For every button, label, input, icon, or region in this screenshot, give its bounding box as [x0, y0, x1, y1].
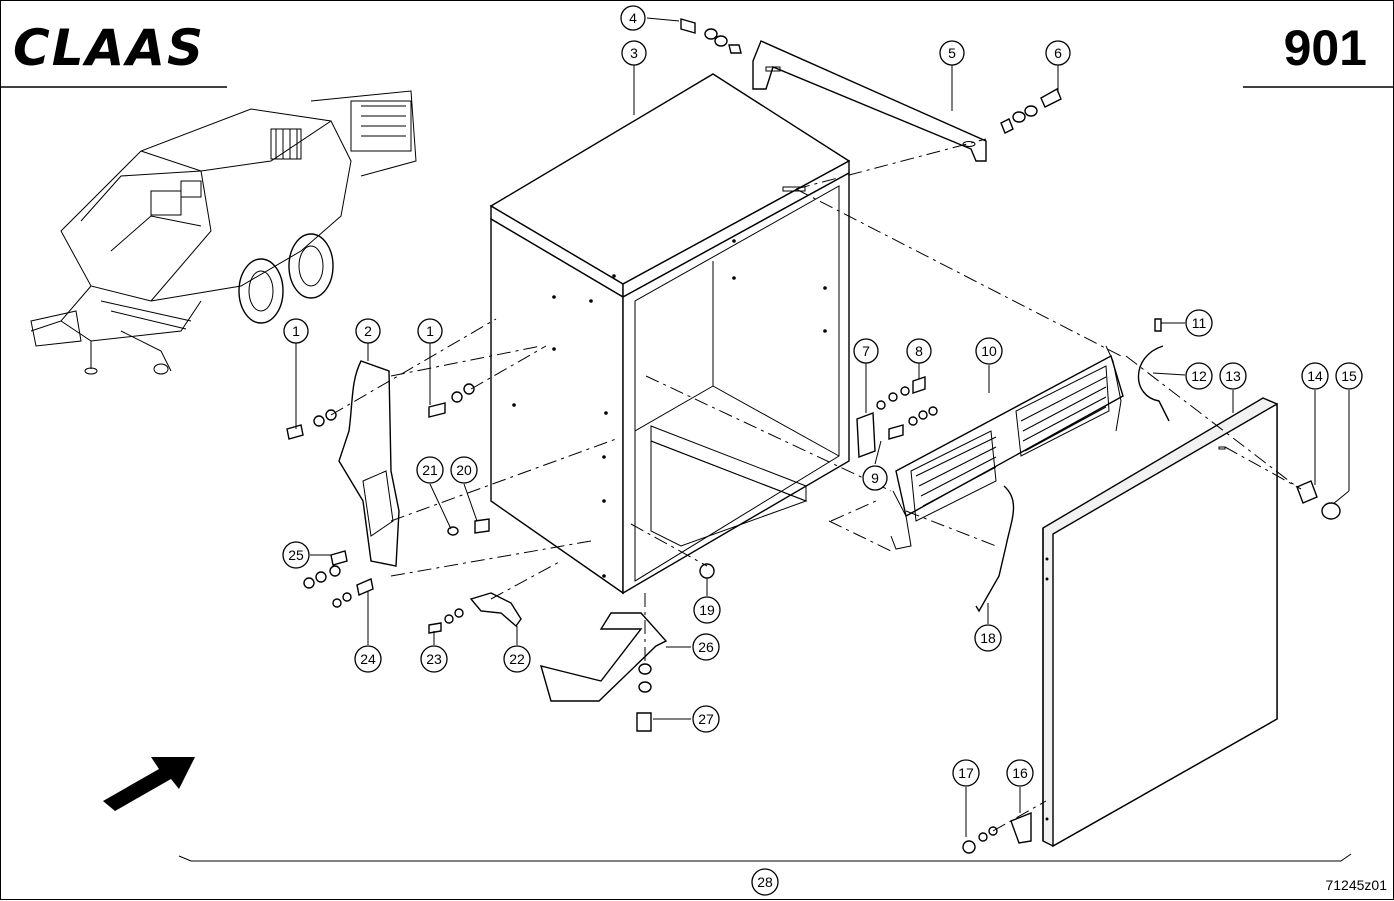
side-mounting-plate	[338, 360, 400, 567]
callout-4: 4	[620, 5, 646, 31]
svg-text:16: 16	[1012, 765, 1028, 781]
latch-hook	[975, 485, 1015, 613]
callout-7: 7	[853, 338, 879, 364]
svg-text:6: 6	[1054, 45, 1062, 61]
callout-20: 20	[450, 456, 478, 484]
callout-5: 5	[939, 40, 965, 66]
svg-text:8: 8	[915, 343, 923, 359]
toggle-latch	[469, 592, 522, 628]
mounting-bracket-top	[752, 40, 987, 162]
callout-24: 24	[354, 645, 382, 673]
callout-6: 6	[1045, 40, 1071, 66]
svg-text:10: 10	[981, 343, 997, 359]
svg-text:22: 22	[509, 651, 525, 667]
callout-14: 14	[1301, 362, 1329, 390]
svg-text:21: 21	[422, 462, 438, 478]
svg-text:9: 9	[871, 470, 879, 486]
svg-text:5: 5	[948, 45, 956, 61]
brand-logo: CLAAS	[13, 19, 205, 77]
svg-text:1: 1	[292, 323, 300, 339]
drawing-reference: 71245z01	[1325, 877, 1387, 893]
callout-28: 28	[751, 868, 779, 896]
svg-text:1: 1	[426, 323, 434, 339]
callout-12: 12	[1185, 362, 1213, 390]
callout-17: 17	[952, 759, 980, 787]
arrow-icon	[103, 757, 195, 811]
svg-text:23: 23	[426, 651, 442, 667]
callout-21: 21	[416, 456, 444, 484]
callout-1-left: 1	[283, 318, 309, 344]
svg-text:26: 26	[698, 639, 714, 655]
callout-1-right: 1	[417, 318, 443, 344]
svg-text:18: 18	[980, 630, 996, 646]
callout-22: 22	[503, 645, 531, 673]
svg-text:28: 28	[757, 874, 773, 890]
callout-3: 3	[621, 40, 647, 66]
svg-text:15: 15	[1341, 368, 1357, 384]
callout-16: 16	[1006, 759, 1034, 787]
callout-13: 13	[1219, 362, 1247, 390]
storage-box-body	[489, 73, 851, 595]
callout-9: 9	[862, 465, 888, 491]
callout-2: 2	[355, 318, 381, 344]
callout-26: 26	[692, 633, 720, 661]
side-door-panel	[1042, 397, 1278, 848]
svg-text:11: 11	[1192, 315, 1207, 331]
half-clamp	[1137, 345, 1170, 422]
svg-text:7: 7	[862, 343, 870, 359]
baler-overview-illustration	[30, 90, 417, 375]
callout-10: 10	[975, 337, 1003, 365]
callout-11: 11	[1185, 309, 1213, 337]
callout-15: 15	[1335, 362, 1363, 390]
svg-text:2: 2	[364, 323, 372, 339]
page-number: 901	[1284, 20, 1367, 76]
callout-leaders	[295, 17, 1350, 837]
callout-8: 8	[906, 338, 932, 364]
svg-text:3: 3	[630, 45, 638, 61]
callout-27: 27	[692, 705, 720, 733]
svg-text:4: 4	[629, 10, 637, 26]
ventilation-grille	[890, 345, 1124, 550]
support-foot-bracket	[539, 612, 668, 702]
svg-text:13: 13	[1225, 368, 1241, 384]
callout-23: 23	[420, 645, 448, 673]
svg-text:24: 24	[360, 651, 376, 667]
callout-25: 25	[282, 541, 310, 569]
door-hinge-bracket	[1010, 811, 1032, 844]
svg-text:20: 20	[456, 462, 472, 478]
assembly-bracket-28	[178, 853, 1352, 862]
callout-19: 19	[693, 596, 721, 624]
callout-18: 18	[974, 624, 1002, 652]
svg-text:25: 25	[288, 547, 304, 563]
svg-text:27: 27	[698, 711, 714, 727]
svg-text:17: 17	[958, 765, 974, 781]
svg-text:12: 12	[1191, 368, 1207, 384]
assembly-lines	[330, 138, 1302, 832]
svg-text:14: 14	[1307, 368, 1323, 384]
svg-text:19: 19	[699, 602, 715, 618]
